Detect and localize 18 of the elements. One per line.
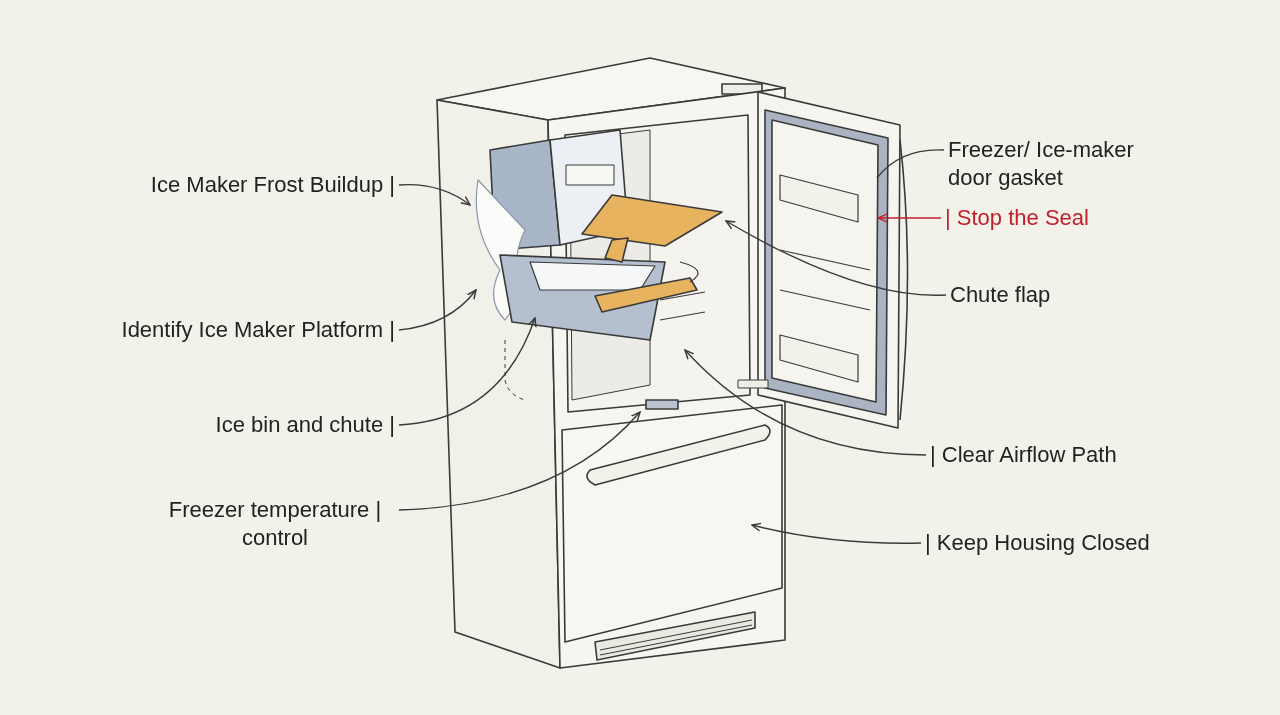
leader-line: [876, 149, 945, 179]
leader-line: [398, 317, 537, 426]
leader-line: [398, 289, 477, 331]
callout-label: Ice Maker Frost Buildup |: [110, 171, 395, 199]
leader-line: [398, 411, 641, 511]
leader-line: [684, 349, 927, 456]
callout-label: Chute flap: [950, 281, 1100, 309]
callout-label: | Clear Airflow Path: [930, 441, 1170, 469]
callout-label: Freezer temperature | control: [155, 496, 395, 552]
leader-line: [751, 522, 922, 544]
leader-line: [725, 220, 947, 296]
callout-label: | Stop the Seal: [945, 204, 1145, 232]
leader-line: [398, 184, 471, 206]
leader-line: [877, 213, 942, 223]
callout-label: Ice bin and chute |: [180, 411, 395, 439]
callout-label: Freezer/ Ice-maker door gasket: [948, 136, 1168, 192]
callout-label: Identify Ice Maker Platform |: [90, 316, 395, 344]
callout-label: | Keep Housing Closed: [925, 529, 1185, 557]
